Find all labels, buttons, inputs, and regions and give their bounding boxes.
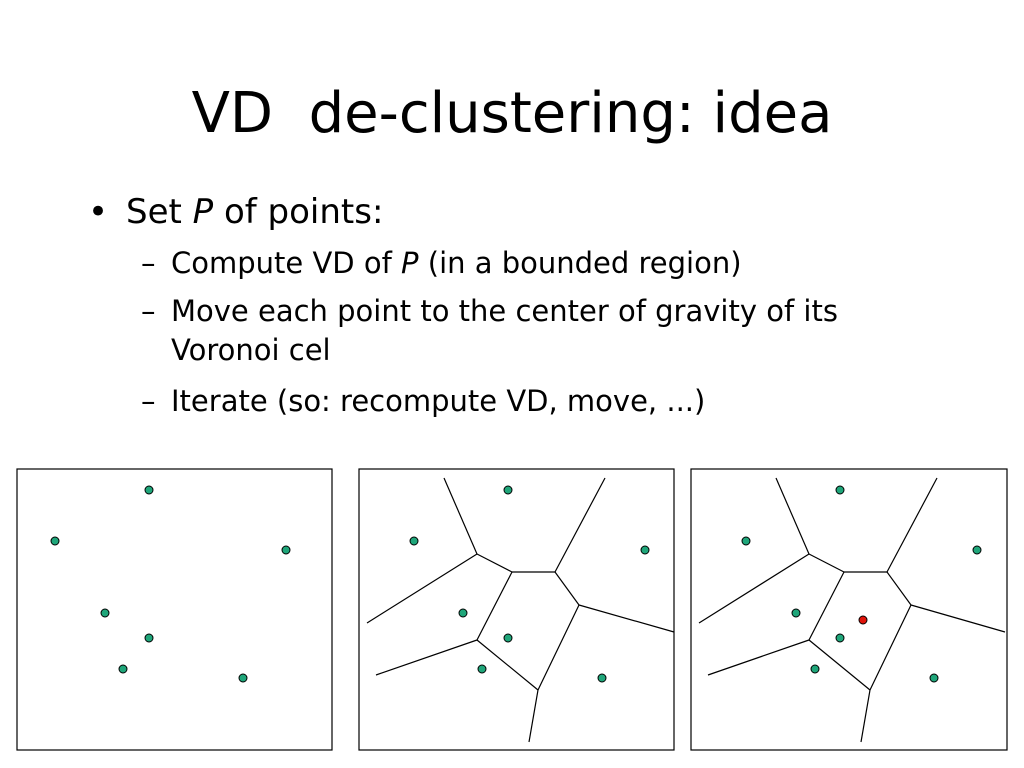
site-point [144,633,154,643]
voronoi-edge [578,604,675,633]
site-point [409,536,419,546]
site-point [118,664,128,674]
sub-bullet-compute: – Compute VD of P (in a bounded region) [141,244,921,283]
bullet-dot: • [88,192,109,232]
voronoi-edge [476,571,513,641]
voronoi-edge [476,639,539,691]
site-point [503,633,513,643]
voronoi-edge [860,689,871,743]
site-point [238,673,248,683]
voronoi-edge [554,477,606,573]
site-point [477,664,487,674]
voronoi-edge [886,571,912,606]
main-bullet: • Set P of points: [88,190,383,234]
site-point [929,673,939,683]
site-point [791,608,801,618]
site-point [972,545,982,555]
sub-bullet-iterate: – Iterate (so: recompute VD, move, ...) [141,382,921,421]
site-point [100,608,110,618]
site-point [597,673,607,683]
dash: – [141,294,156,328]
site-point [835,485,845,495]
site-point [503,485,513,495]
site-point [640,545,650,555]
voronoi-edge [707,639,810,676]
site-point [741,536,751,546]
voronoi-edge [476,553,513,573]
voronoi-edges [366,477,675,743]
panel-voronoi-with-centroid [690,468,1008,751]
voronoi-edges [698,477,1006,743]
sub-bullet-text: Iterate (so: recompute VD, move, ...) [171,384,706,418]
panel-border [690,468,1008,751]
voronoi-edge [808,639,871,691]
sub-bullet-text: Compute VD of [171,246,402,280]
voronoi-edge [808,553,845,573]
point-set [409,485,650,683]
dash: – [141,246,156,280]
voronoi-edge [869,604,912,691]
voronoi-edge [366,553,478,624]
voronoi-edge [886,477,938,573]
panel-border [16,468,333,751]
panel-points-only [16,468,333,751]
site-point [144,485,154,495]
site-point [50,536,60,546]
bullet-variable: P [192,192,214,232]
voronoi-edge [808,571,845,641]
voronoi-edge [528,689,539,743]
sub-bullet-variable: P [401,246,419,280]
voronoi-edge [554,571,580,606]
voronoi-edge [910,604,1006,633]
voronoi-edge [537,604,580,691]
point-set [741,485,982,683]
voronoi-edge [698,553,810,624]
voronoi-edge [375,639,478,676]
voronoi-edge [775,477,810,555]
sub-bullet-text-end: (in a bounded region) [418,246,742,280]
voronoi-edge [443,477,478,555]
dash: – [141,384,156,418]
centroid-point [858,615,868,625]
bullet-suffix: of points: [213,192,384,232]
panel-border [358,468,675,751]
site-point [458,608,468,618]
site-point [835,633,845,643]
site-point [810,664,820,674]
bullet-prefix: Set [126,192,193,232]
sub-bullet-text: Move each point to the center of gravity… [171,294,838,367]
site-point [281,545,291,555]
sub-bullet-move: – Move each point to the center of gravi… [141,292,911,370]
slide-title: VD de-clustering: idea [191,81,833,146]
point-set [50,485,291,683]
panel-voronoi-diagram [358,468,675,751]
